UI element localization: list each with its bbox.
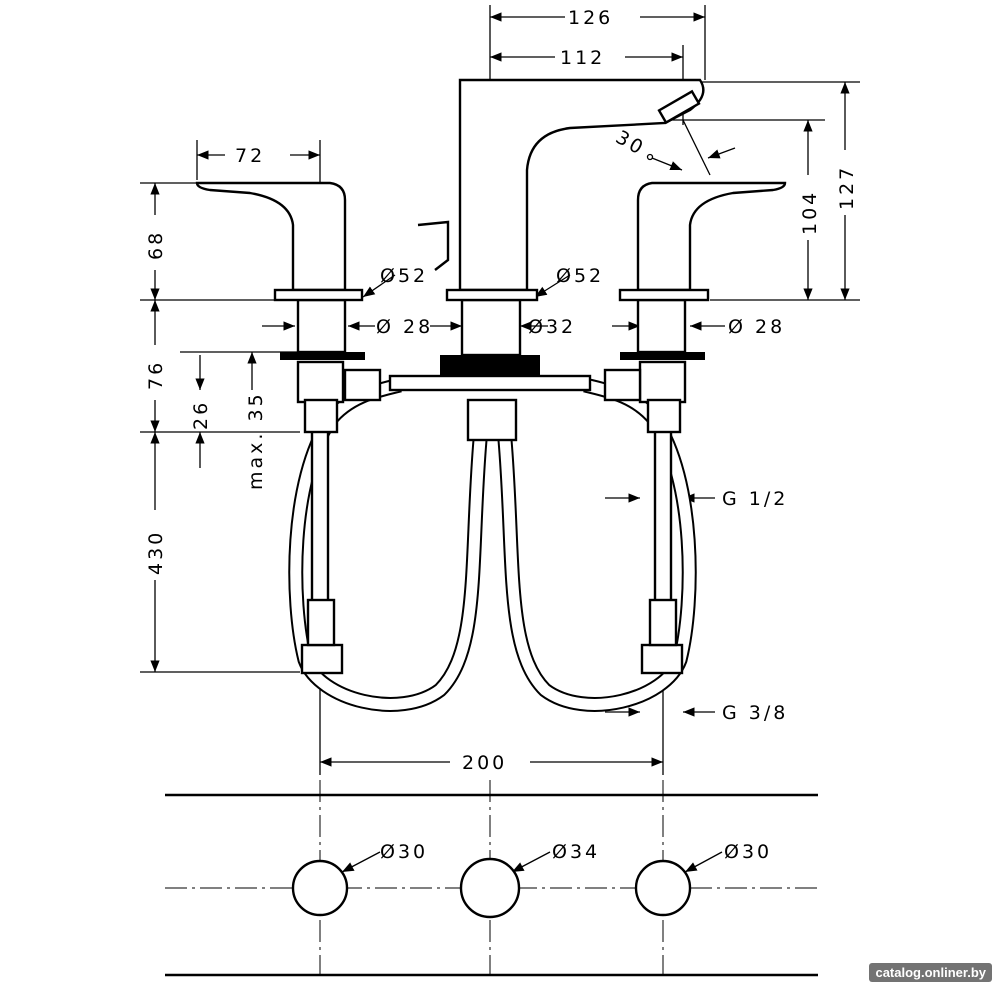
installation-plan	[165, 793, 818, 977]
dim-g-3-8: G 3/8	[722, 702, 788, 724]
dim-hole-center: Ø34	[552, 841, 600, 863]
dimension-labels: 126 112 72 30 68 76 430 26 max. 35 104 1…	[145, 7, 858, 863]
fittings	[280, 298, 705, 434]
dim-430: 430	[145, 530, 167, 575]
dim-76: 76	[145, 360, 167, 390]
angle-leader-dot	[646, 153, 654, 161]
dim-shank-left: Ø 28	[376, 316, 433, 338]
dim-72: 72	[235, 145, 265, 167]
dim-shank-center: Ø32	[528, 316, 576, 338]
hole-left	[291, 859, 349, 917]
dim-hole-left: Ø30	[380, 841, 428, 863]
dimension-lines	[150, 12, 850, 873]
faucet-body	[195, 78, 787, 302]
dim-112: 112	[560, 47, 605, 69]
dim-104: 104	[799, 190, 821, 235]
dim-200: 200	[462, 752, 507, 774]
dim-max-35: max. 35	[245, 391, 267, 490]
dim-127: 127	[836, 165, 858, 210]
dim-escutcheon-center: Ø52	[556, 265, 604, 287]
dim-escutcheon-left: Ø52	[380, 265, 428, 287]
dim-68: 68	[145, 230, 167, 260]
dim-30-angle: 30	[612, 126, 649, 160]
hole-right	[634, 859, 692, 917]
dim-shank-right: Ø 28	[728, 316, 785, 338]
dim-hole-right: Ø30	[724, 841, 772, 863]
dim-126: 126	[568, 7, 613, 29]
dim-g-1-2: G 1/2	[722, 488, 788, 510]
hoses	[288, 374, 697, 712]
hole-center	[459, 857, 521, 919]
watermark: catalog.onliner.by	[869, 963, 992, 982]
dim-26: 26	[190, 400, 212, 430]
